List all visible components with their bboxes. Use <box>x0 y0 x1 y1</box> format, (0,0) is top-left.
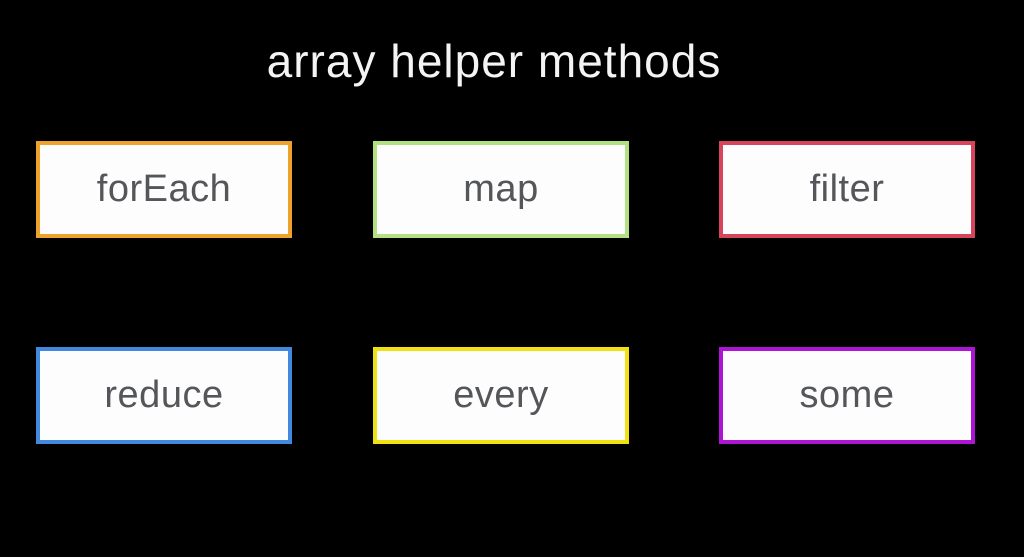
method-box-reduce: reduce <box>36 347 292 444</box>
method-box-every: every <box>373 347 629 444</box>
method-box-foreach: forEach <box>36 141 292 238</box>
method-label-filter: filter <box>809 168 885 210</box>
method-box-some: some <box>719 347 975 444</box>
method-label-reduce: reduce <box>104 374 224 416</box>
method-label-some: some <box>799 374 895 416</box>
method-box-filter: filter <box>719 141 975 238</box>
method-label-every: every <box>453 374 549 416</box>
method-label-map: map <box>463 168 539 210</box>
method-label-foreach: forEach <box>96 168 232 210</box>
method-box-map: map <box>373 141 629 238</box>
slide-title: array helper methods <box>266 35 722 87</box>
